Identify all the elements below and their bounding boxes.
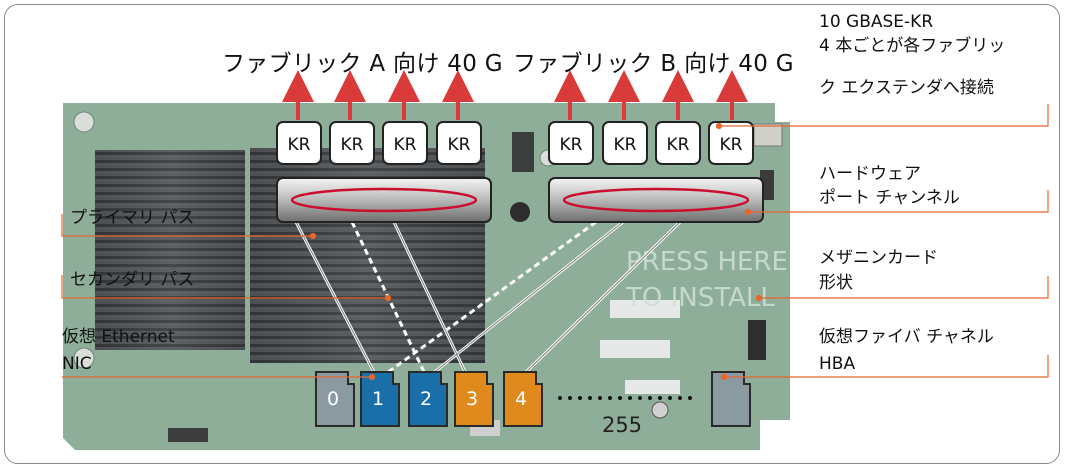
mezzanine-line2: 形状 (819, 271, 853, 295)
vport-0: 0 (316, 372, 354, 426)
kr-box: KR (603, 122, 647, 164)
svg-text:KR: KR (448, 135, 471, 155)
vport-2: 2 (409, 372, 447, 426)
vport-1: 1 (361, 372, 399, 426)
svg-text:KR: KR (560, 135, 583, 155)
svg-text:3: 3 (466, 388, 478, 410)
vport-4: 4 (504, 372, 542, 426)
svg-text:KR: KR (394, 135, 417, 155)
kr-box: KR (709, 122, 753, 164)
port-channel-b (549, 178, 763, 222)
kr-callout-line2: 4 本ごとが各ファブリッ (819, 34, 1005, 58)
vnic-line1: 仮想 Ethernet (62, 325, 175, 349)
svg-text:KR: KR (720, 135, 743, 155)
board-silk-line2: TO INSTALL (625, 283, 775, 313)
kr-box: KR (656, 122, 700, 164)
primary-path-label: プライマリ パス (70, 206, 194, 230)
fabric-b-header: ファブリック B 向け 40 G (513, 44, 794, 78)
svg-text:4: 4 (515, 388, 527, 410)
vhba-line2: HBA (819, 352, 855, 376)
kr-box: KR (549, 122, 593, 164)
svg-text:KR: KR (288, 135, 311, 155)
svg-text:0: 0 (327, 388, 339, 410)
svg-text:KR: KR (614, 135, 637, 155)
fabric-a-header: ファブリック A 向け 40 G (222, 44, 503, 78)
vport-255 (712, 372, 750, 426)
kr-box: KR (277, 122, 321, 164)
svg-text:1: 1 (372, 388, 384, 410)
svg-text:2: 2 (420, 388, 432, 410)
svg-text:KR: KR (667, 135, 690, 155)
mezzanine-line1: メザニンカード (819, 246, 938, 270)
vport-3: 3 (455, 372, 493, 426)
kr-box: KR (330, 122, 374, 164)
hw-port-channel-line1: ハードウェア (819, 162, 921, 186)
secondary-path-label: セカンダリ パス (70, 268, 194, 292)
kr-callout-line3: ク エクステンダへ接続 (819, 76, 994, 100)
svg-text:KR: KR (341, 135, 364, 155)
vnic-line2: NIC (62, 352, 92, 376)
kr-callout-line1: 10 GBASE-KR (819, 10, 933, 34)
hw-port-channel-line2: ポート チャンネル (819, 186, 960, 210)
kr-box: KR (437, 122, 481, 164)
vhba-line1: 仮想ファイバ チャネル (819, 325, 994, 349)
port-channel-a (277, 178, 491, 222)
last-port-number: 255 (602, 413, 642, 437)
kr-box: KR (383, 122, 427, 164)
